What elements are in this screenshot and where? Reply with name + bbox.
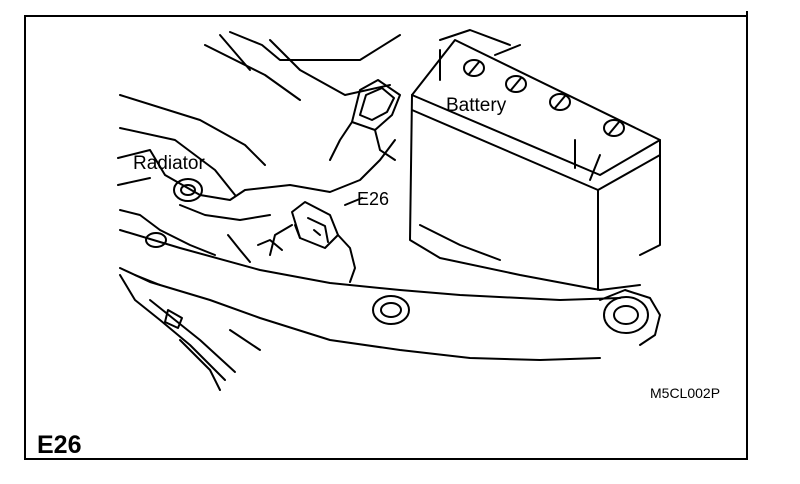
radiator-housing: [117, 139, 396, 256]
battery-label: Battery: [446, 95, 507, 116]
figure-code: M5CL002P: [650, 385, 721, 401]
figure-caption: E26: [37, 431, 82, 459]
battery-body: [409, 29, 661, 291]
radiator-label: Radiator: [133, 153, 205, 174]
battery-caps: [463, 59, 625, 137]
figure-frame: [24, 15, 748, 460]
hold-down-bracket: [329, 79, 401, 161]
cowl-panel: [119, 31, 401, 196]
cross-member: [119, 229, 661, 391]
connector-e26: [257, 197, 363, 283]
connector-label: E26: [357, 189, 390, 209]
